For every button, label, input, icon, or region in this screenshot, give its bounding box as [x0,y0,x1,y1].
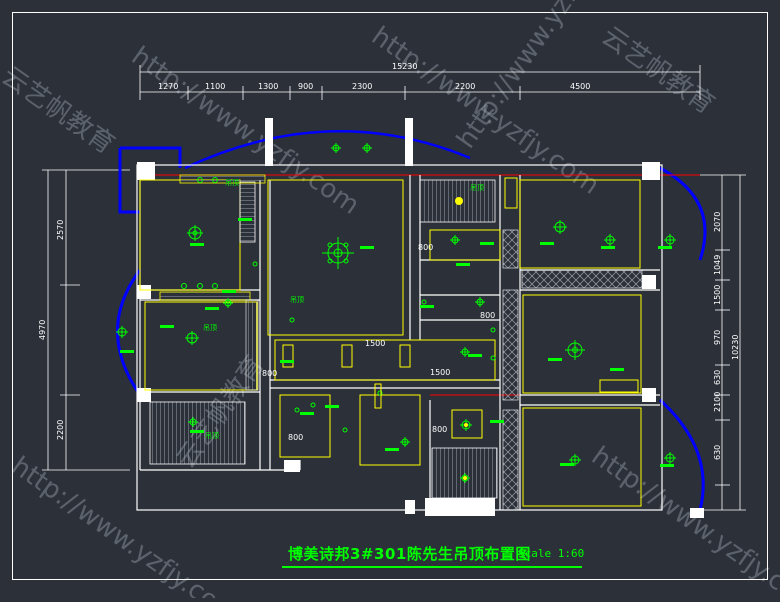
top-dimension: 2200 [455,82,475,91]
room-label: 吊顶 [225,179,239,187]
interior-dimension: 800 [262,369,277,378]
interior-dimension: 800 [432,425,447,434]
right-overall-dimension: 10230 [731,335,740,360]
top-dimension: 2300 [352,82,372,91]
right-dimension: 630 [713,370,722,385]
top-dimension: 900 [298,82,313,91]
room-label: 吊顶 [470,184,484,192]
partition [245,299,259,391]
left-dimension-line [42,169,130,471]
exhaust-fan [463,476,467,480]
right-dimension-line [700,174,746,511]
window-frame [120,146,182,168]
room-label: 吊顶 [203,324,217,332]
interior-dimension: 1500 [430,368,450,377]
spot-lights [282,344,411,409]
right-dimension: 1049 [713,255,722,275]
exhaust-fan [455,197,463,205]
drawing-title: 博美诗邦3#301陈先生吊顶布置图 [288,545,531,563]
curved-window [658,398,705,511]
top-dimension: 1270 [158,82,178,91]
right-dimension: 2070 [713,212,722,232]
exhaust-fan [464,423,468,427]
interior-dimension: 800 [418,243,433,252]
right-dimension: 970 [713,330,722,345]
top-dimension: 4500 [570,82,590,91]
right-dimension: 630 [713,445,722,460]
interior-dimension: 800 [288,433,303,442]
top-dimension: 1300 [258,82,278,91]
left-dimension: 2200 [56,420,65,440]
room-label: 吊顶 [205,432,219,440]
wardrobe [502,409,519,511]
right-dimension: 1500 [713,285,722,305]
left-dimension: 2570 [56,220,65,240]
top-dimension-line [139,65,701,100]
ceiling-strip [179,174,266,184]
light-fixtures [116,143,676,483]
left-dimension: 4970 [38,320,47,340]
wardrobe [521,269,643,289]
curved-window [184,130,471,170]
interior-dimension: 800 [480,311,495,320]
top-dimension: 1100 [205,82,225,91]
room-label: 吊顶 [290,296,304,304]
wardrobe [502,289,519,401]
window-frame [118,148,140,214]
wardrobe [502,229,519,269]
wall-columns [137,118,704,518]
ceiling-strip [159,291,251,301]
interior-dimension: 1500 [365,339,385,348]
drawing-frame [12,12,768,580]
title-underline [282,566,582,568]
right-dimension: 2100 [713,392,722,412]
overall-width-dimension: 15230 [392,62,417,71]
drawing-scale: Scale 1:60 [518,547,585,560]
annotation-marks [120,218,674,467]
